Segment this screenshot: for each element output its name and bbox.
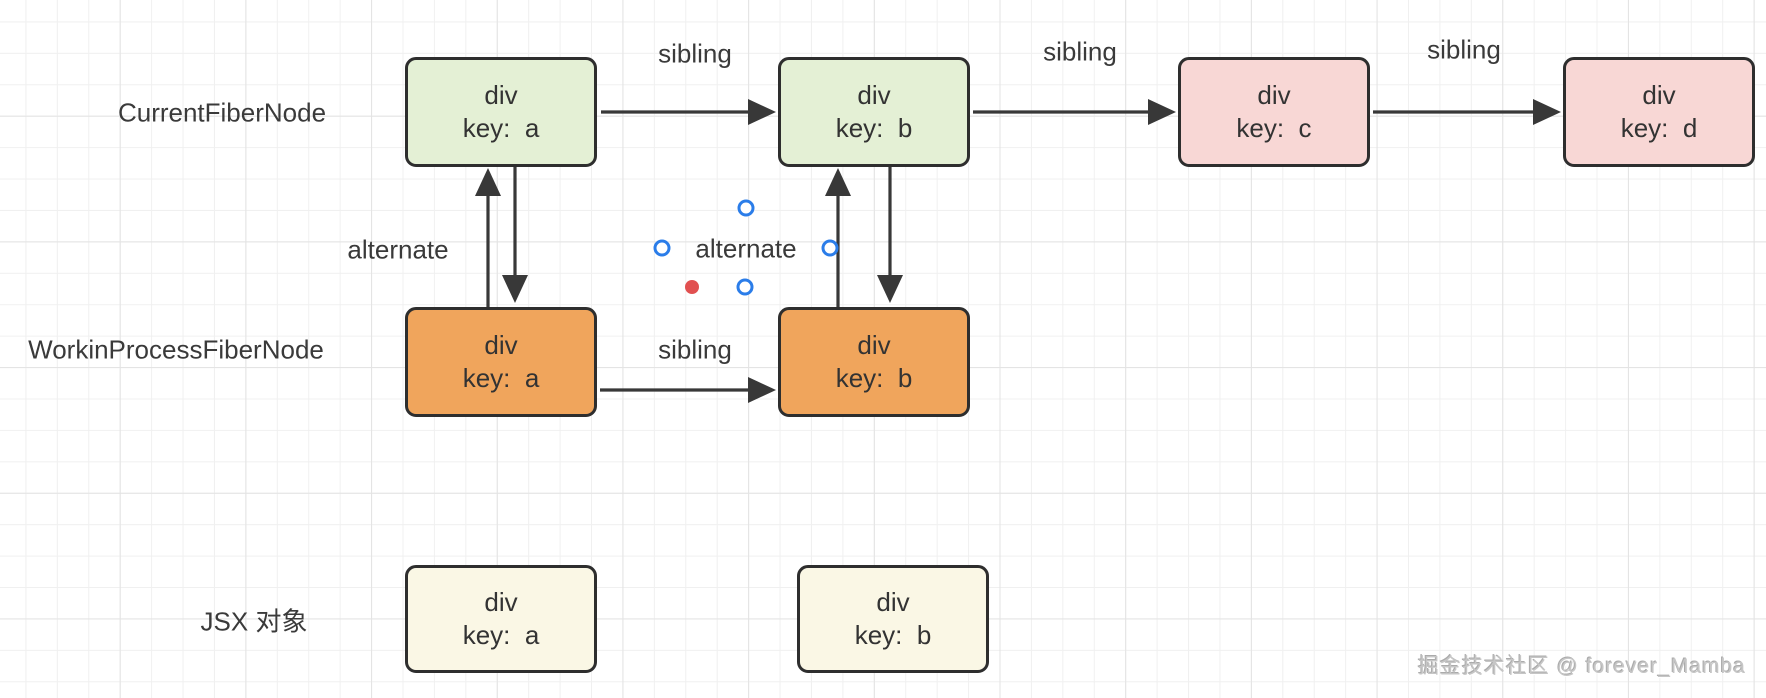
node-tag: div [1642,79,1675,112]
node-tag: div [857,79,890,112]
alternate-arrow-down-b [877,167,903,303]
node-key: key: b [855,619,932,652]
row-label-current-fiber-node: CurrentFiberNode [118,98,326,129]
fiber-node-current-d: div key: d [1563,57,1755,167]
node-key: key: b [836,112,913,145]
sibling-arrow-current-c-d [1373,99,1561,125]
watermark: 掘金技术社区 @ forever_Mamba [1418,650,1746,680]
alternate-arrow-up-a [475,168,501,307]
edge-label-sibling-3: sibling [1427,35,1501,66]
jsx-node-b: div key: b [797,565,989,673]
fiber-node-current-a: div key: a [405,57,597,167]
node-key: key: a [463,112,540,145]
node-tag: div [484,79,517,112]
node-key: key: d [1621,112,1698,145]
edge-label-alternate-1: alternate [347,235,448,266]
sibling-arrow-current-b-c [973,99,1176,125]
selection-handle-top[interactable] [739,201,753,215]
jsx-node-a: div key: a [405,565,597,673]
alternate-arrow-up-b [825,168,851,307]
alternate-arrow-down-a [502,167,528,303]
node-key: key: c [1236,112,1311,145]
node-tag: div [484,329,517,362]
node-tag: div [1257,79,1290,112]
edge-label-sibling-1: sibling [658,39,732,70]
node-key: key: a [463,619,540,652]
node-tag: div [857,329,890,362]
edge-label-sibling-2: sibling [1043,37,1117,68]
node-key: key: a [463,362,540,395]
node-key: key: b [836,362,913,395]
edge-label-alternate-2: alternate [695,234,796,265]
node-tag: div [484,586,517,619]
row-label-jsx-object: JSX 对象 [201,602,308,639]
edge-label-sibling-4: sibling [658,335,732,366]
sibling-arrow-wip-a-b [600,377,776,403]
fiber-node-current-c: div key: c [1178,57,1370,167]
row-label-workin-process-fiber-node: WorkinProcessFiberNode [28,335,324,366]
sibling-arrow-current-a-b [601,99,776,125]
selection-handle-bottom[interactable] [738,280,752,294]
fiber-node-current-b: div key: b [778,57,970,167]
node-tag: div [876,586,909,619]
fiber-node-wip-b: div key: b [778,307,970,417]
fiber-node-wip-a: div key: a [405,307,597,417]
selection-handle-left[interactable] [655,241,669,255]
selection-handle-right[interactable] [823,241,837,255]
laser-dot [685,280,699,294]
